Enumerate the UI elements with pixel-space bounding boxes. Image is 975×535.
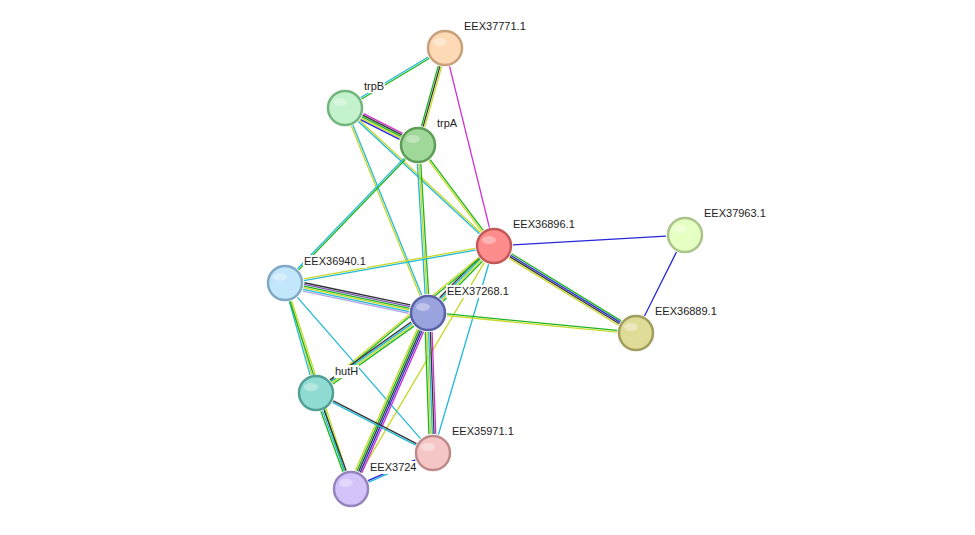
evidence-line bbox=[304, 283, 410, 305]
interaction-edge bbox=[513, 236, 666, 245]
evidence-line bbox=[357, 330, 419, 471]
protein-node: trpB bbox=[326, 89, 364, 127]
interaction-edge bbox=[289, 301, 311, 375]
node-circle bbox=[426, 29, 464, 67]
evidence-line bbox=[359, 330, 421, 471]
evidence-line bbox=[362, 117, 401, 137]
node-label: trpB bbox=[363, 80, 385, 93]
evidence-line bbox=[450, 66, 490, 227]
evidence-line bbox=[289, 302, 310, 375]
evidence-line bbox=[304, 248, 476, 278]
node-label: EEX37771.1 bbox=[463, 20, 527, 33]
evidence-line bbox=[324, 410, 346, 470]
interaction-edge bbox=[356, 329, 424, 473]
node-circle bbox=[414, 434, 452, 472]
node-circle bbox=[297, 374, 335, 412]
evidence-line bbox=[333, 401, 416, 444]
protein-node: EEX36940.1 bbox=[266, 264, 304, 302]
evidence-line bbox=[298, 158, 405, 269]
evidence-line bbox=[512, 254, 622, 321]
node-label: trpA bbox=[436, 117, 458, 130]
evidence-line bbox=[421, 164, 429, 294]
protein-node: EEX37268.1 bbox=[409, 294, 447, 332]
protein-node: EEX35971.1 bbox=[414, 434, 452, 472]
evidence-line bbox=[333, 326, 414, 384]
node-circle bbox=[399, 126, 437, 164]
node-circle bbox=[617, 314, 655, 352]
node-circle bbox=[409, 294, 447, 332]
node-label: EEX37268.1 bbox=[446, 285, 510, 298]
evidence-line bbox=[447, 314, 617, 330]
evidence-line bbox=[362, 332, 424, 473]
evidence-line bbox=[323, 411, 345, 471]
evidence-line bbox=[361, 57, 428, 97]
interaction-edge bbox=[417, 164, 428, 294]
evidence-line bbox=[358, 122, 479, 234]
evidence-line bbox=[511, 255, 621, 322]
interaction-edge bbox=[333, 401, 417, 445]
interaction-edge bbox=[361, 57, 429, 99]
evidence-line bbox=[299, 159, 406, 270]
interaction-edge bbox=[429, 160, 484, 232]
evidence-line bbox=[429, 161, 482, 232]
evidence-line bbox=[290, 301, 344, 471]
node-circle bbox=[326, 89, 364, 127]
node-label: EEX37963.1 bbox=[703, 207, 767, 220]
protein-node: EEX36889.1 bbox=[617, 314, 655, 352]
evidence-line bbox=[304, 286, 410, 308]
node-label: EEX36889.1 bbox=[654, 305, 718, 318]
evidence-line bbox=[419, 164, 427, 294]
protein-node: hutH bbox=[297, 374, 335, 412]
evidence-line bbox=[430, 160, 483, 231]
protein-node: EEX3724 bbox=[332, 470, 370, 508]
evidence-line bbox=[304, 250, 476, 280]
interaction-edge bbox=[290, 301, 346, 471]
protein-node: trpA bbox=[399, 126, 437, 164]
protein-node: EEX37963.1 bbox=[666, 216, 704, 254]
evidence-line bbox=[333, 402, 416, 445]
evidence-line bbox=[417, 164, 425, 294]
interaction-edge bbox=[425, 332, 435, 434]
node-label: EEX3724 bbox=[369, 461, 417, 474]
evidence-line bbox=[303, 291, 409, 313]
interaction-edge bbox=[447, 314, 617, 332]
node-label: EEX35971.1 bbox=[451, 425, 515, 438]
evidence-line bbox=[321, 411, 343, 471]
evidence-line bbox=[363, 115, 402, 135]
evidence-line bbox=[303, 288, 409, 310]
interaction-edge bbox=[304, 248, 476, 280]
protein-node: EEX37771.1 bbox=[426, 29, 464, 67]
protein-node: EEX36896.1 bbox=[475, 227, 513, 265]
evidence-line bbox=[304, 284, 410, 306]
interaction-edge bbox=[321, 410, 346, 471]
evidence-line bbox=[362, 59, 429, 99]
evidence-line bbox=[447, 316, 617, 332]
interaction-edge bbox=[509, 254, 621, 325]
node-label: EEX36896.1 bbox=[512, 218, 576, 231]
interaction-edge bbox=[298, 158, 406, 270]
evidence-line bbox=[509, 258, 619, 325]
evidence-line bbox=[356, 329, 418, 470]
evidence-line bbox=[360, 331, 422, 472]
node-circle bbox=[475, 227, 513, 265]
interaction-edge bbox=[303, 283, 411, 314]
node-label: hutH bbox=[334, 365, 359, 378]
node-label: EEX36940.1 bbox=[303, 255, 367, 268]
evidence-line bbox=[513, 236, 666, 245]
node-circle bbox=[266, 264, 304, 302]
node-circle bbox=[666, 216, 704, 254]
evidence-line bbox=[292, 301, 346, 471]
evidence-line bbox=[303, 289, 409, 311]
interaction-edge bbox=[450, 66, 490, 227]
evidence-line bbox=[510, 257, 620, 324]
evidence-line bbox=[425, 332, 429, 434]
node-circle bbox=[332, 470, 370, 508]
